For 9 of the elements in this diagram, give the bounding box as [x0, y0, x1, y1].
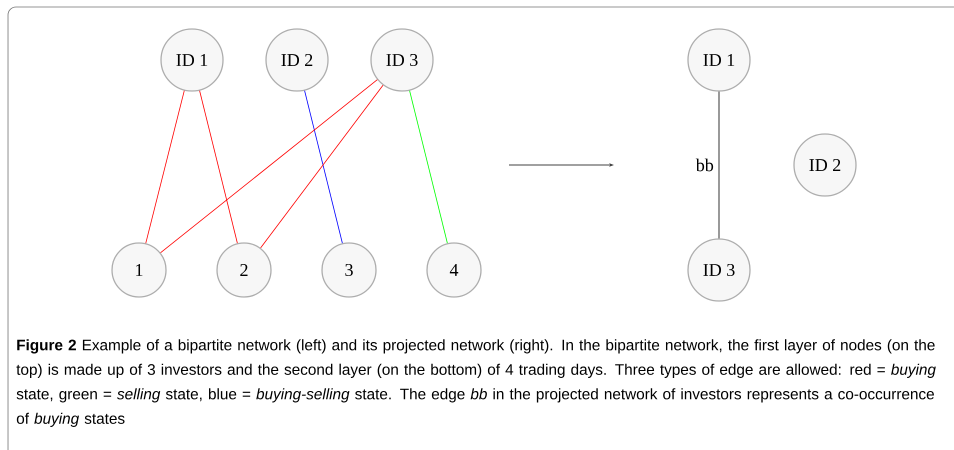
edge-line	[718, 91, 720, 239]
caption: Figure 2 Example of a bipartite network (left) and its projected network (right). In the bipartite network, the first layer of nodes (on the top) is made up of 3 investors and the second layer (on the bottom) of 4 trading days. Three types of edge are allowed: red = buying state, green = selling state, blue = buying-selling state. The edge bb in the projected network of investors represents a co-occurrence of buying states	[16, 339, 936, 427]
edge-line	[160, 79, 378, 254]
edge-line	[260, 84, 384, 248]
edge-line	[409, 90, 448, 244]
edge-line	[145, 90, 185, 244]
edge-line	[304, 90, 343, 244]
edge-label: bb	[696, 158, 714, 172]
edge-line	[199, 90, 238, 244]
